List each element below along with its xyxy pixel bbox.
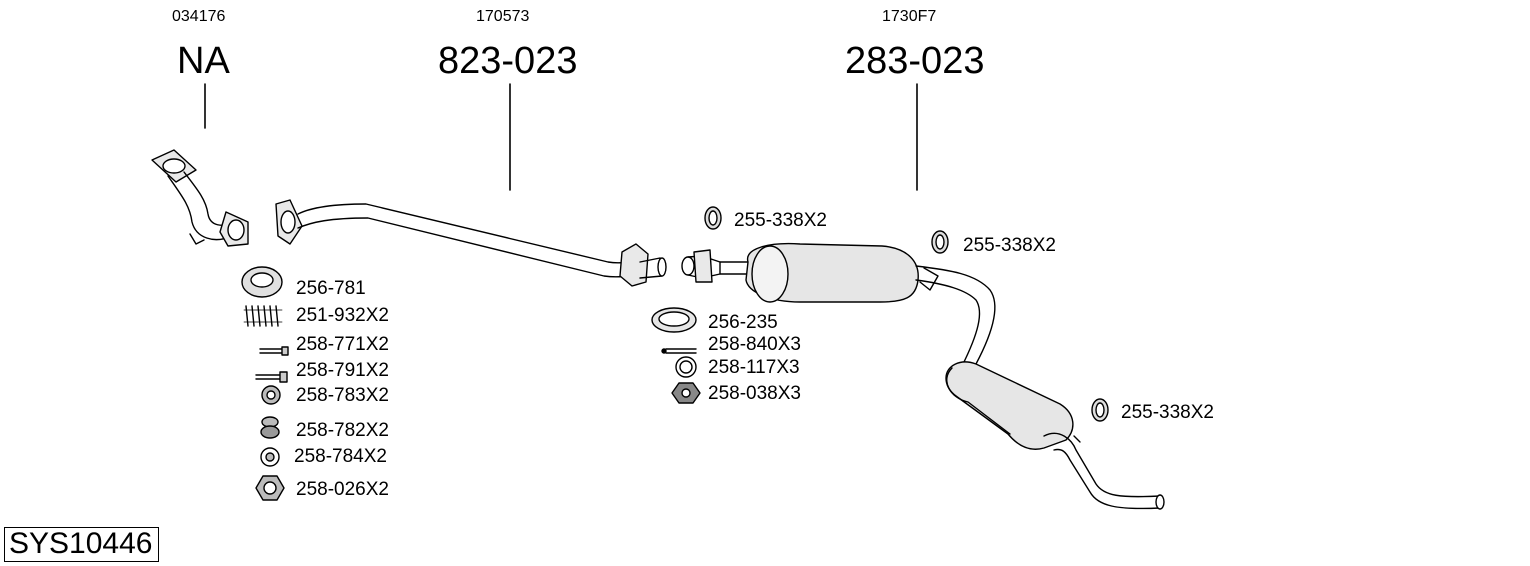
middle-fittings-drawing — [651, 307, 701, 404]
left-fittings-drawing — [241, 266, 289, 501]
assembly-ref-1: 034176 — [172, 8, 226, 25]
part-label-left-4: 258-791X2 — [296, 360, 389, 381]
assembly-part-2: 823-023 — [438, 40, 578, 82]
assembly-ref-2: 170573 — [476, 8, 530, 25]
intermediate-pipe-drawing — [275, 199, 667, 287]
ring-label-2: 255-338X2 — [963, 235, 1056, 256]
part-label-middle-3: 258-117X3 — [708, 357, 800, 378]
part-label-left-8: 258-026X2 — [296, 479, 389, 500]
part-label-left-7: 258-784X2 — [294, 446, 387, 467]
part-label-middle-4: 258-038X3 — [708, 383, 801, 404]
part-label-left-3: 258-771X2 — [296, 334, 389, 355]
rubber-rings-drawing — [704, 206, 1109, 422]
system-code-box: SYS10446 — [4, 527, 160, 562]
assembly-part-1: NA — [177, 40, 230, 82]
part-label-left-2: 251-932X2 — [296, 305, 389, 326]
ring-label-3: 255-338X2 — [1121, 402, 1214, 423]
front-pipe-drawing — [151, 149, 249, 247]
part-label-middle-1: 256-235 — [708, 312, 778, 333]
part-label-left-5: 258-783X2 — [296, 385, 389, 406]
assembly-ref-3: 1730F7 — [882, 8, 937, 25]
part-label-left-1: 256-781 — [296, 278, 366, 299]
silencer-assembly-drawing — [681, 242, 1165, 510]
part-label-middle-2: 258-840X3 — [708, 334, 801, 355]
ring-label-1: 255-338X2 — [734, 210, 827, 231]
assembly-part-3: 283-023 — [845, 40, 985, 82]
part-label-left-6: 258-782X2 — [296, 420, 389, 441]
